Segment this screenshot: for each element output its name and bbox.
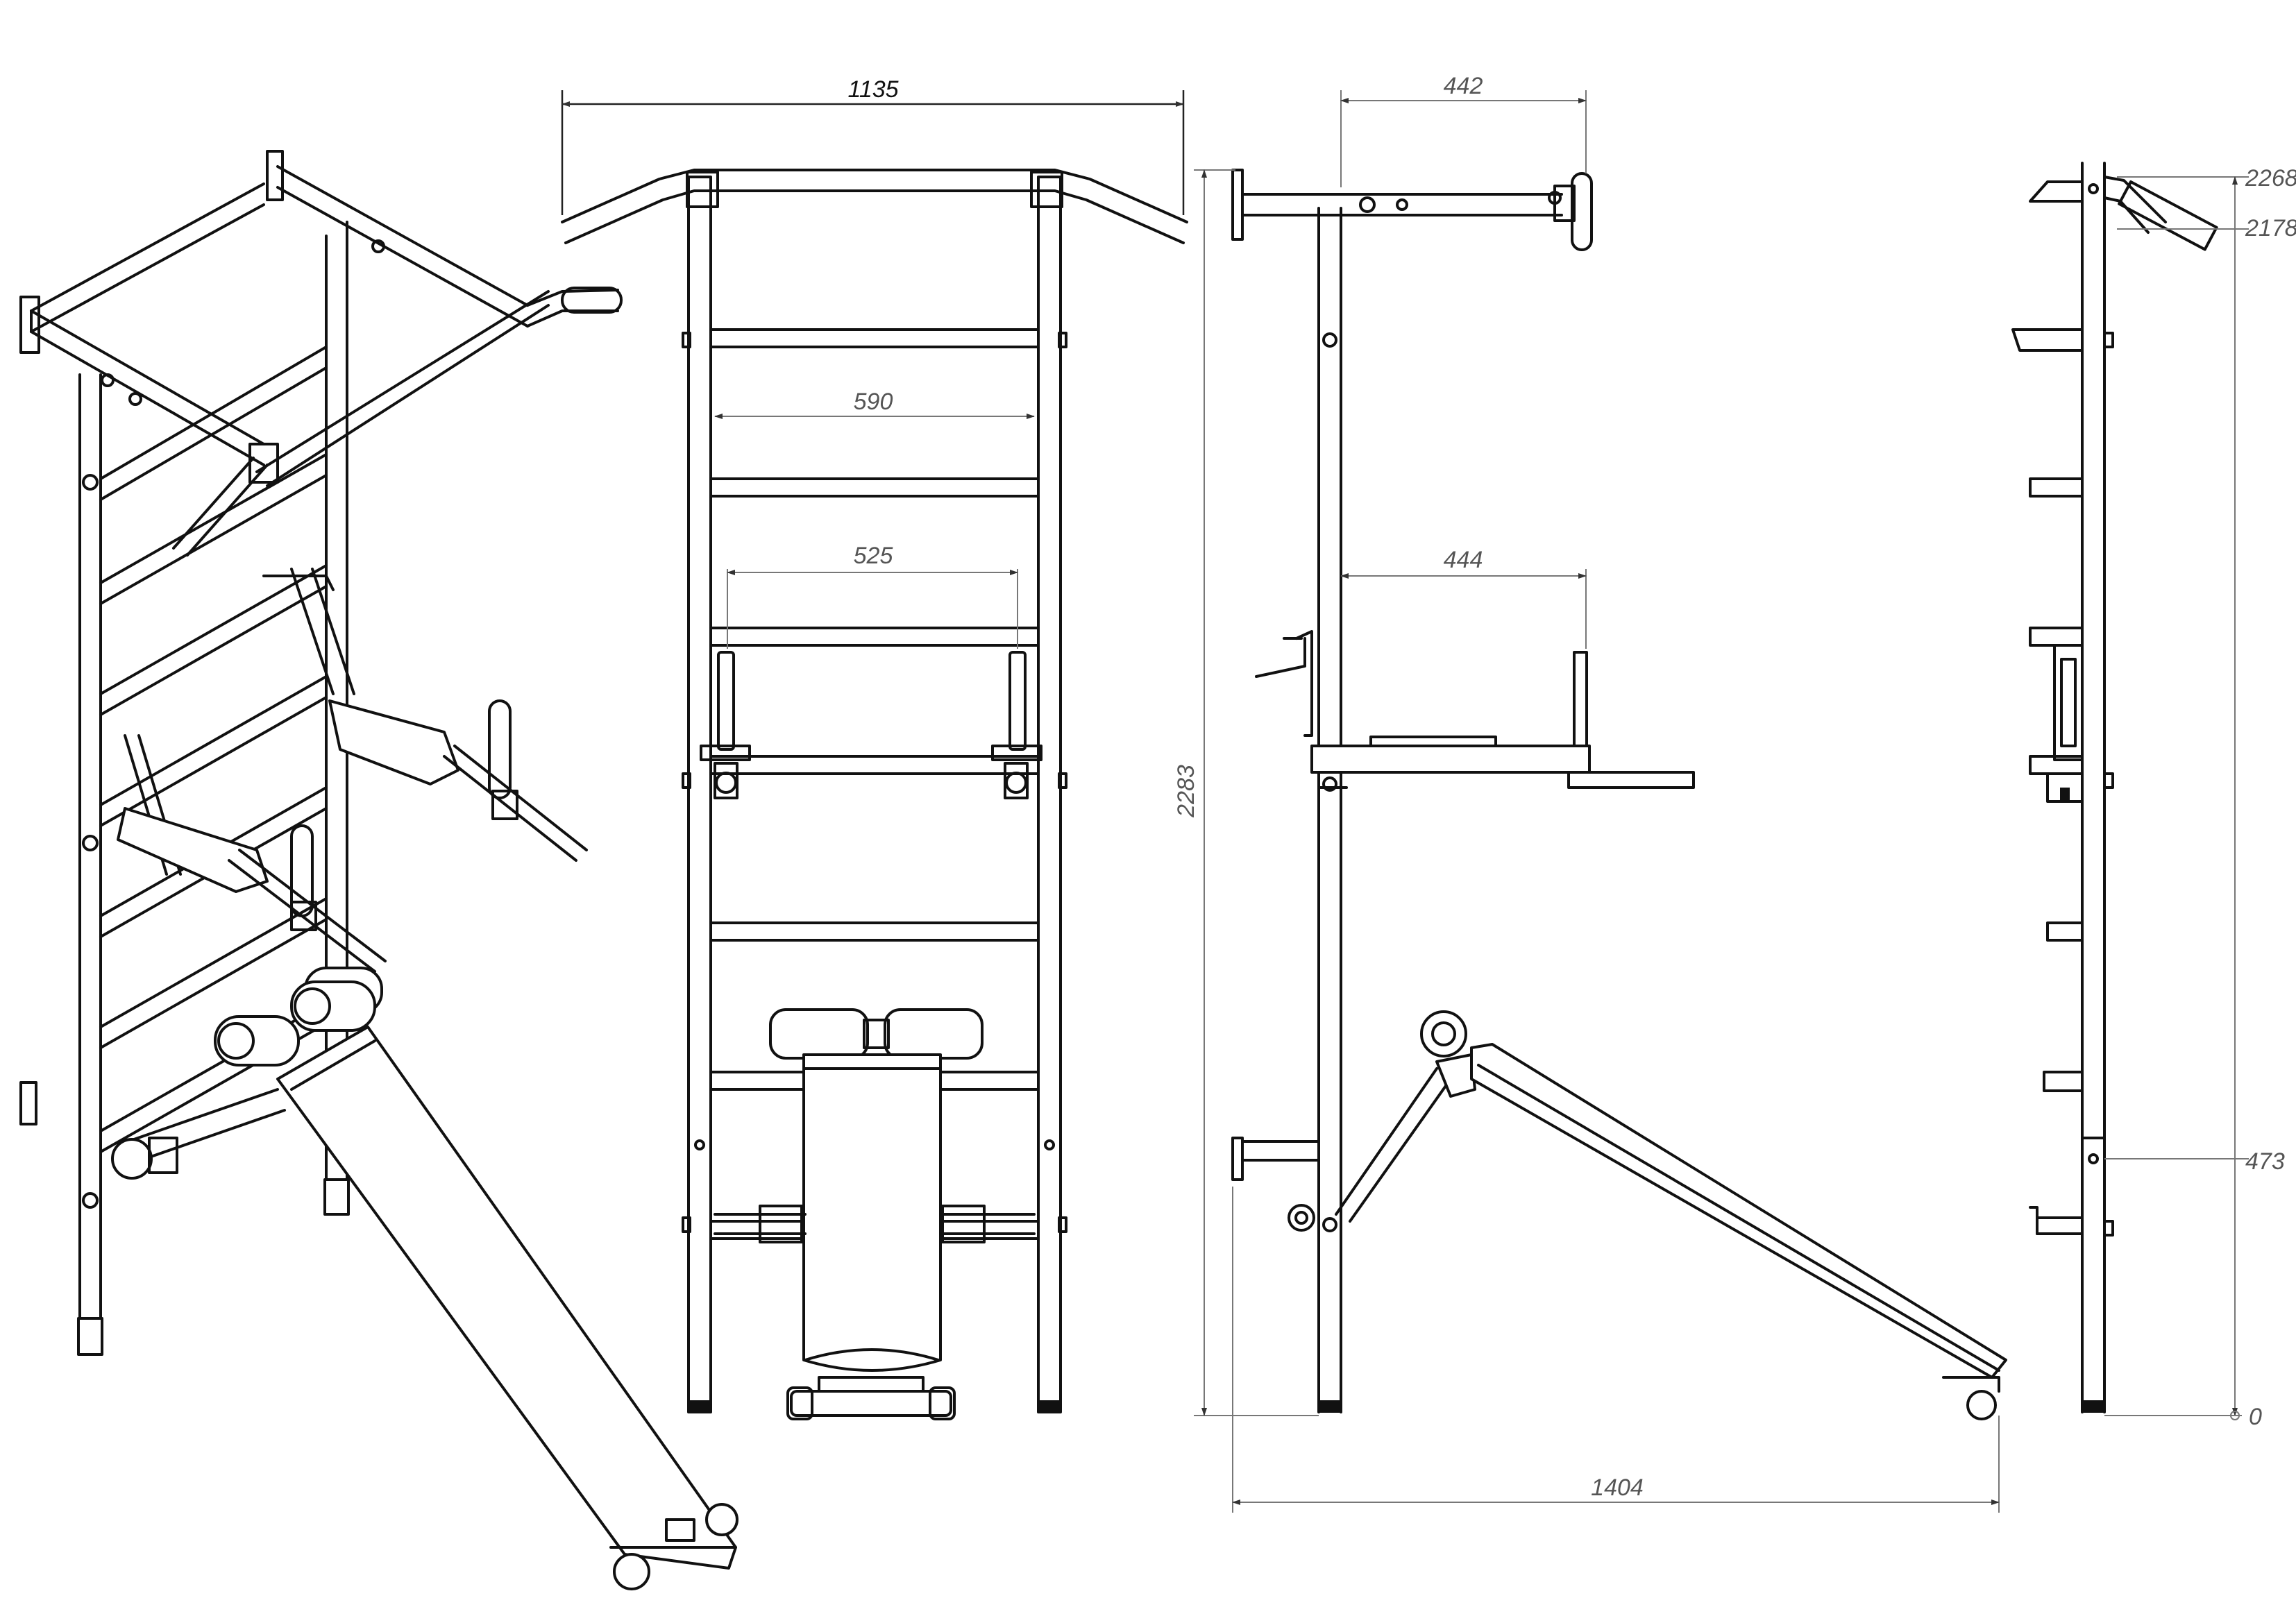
dimension-444: 444: [1444, 547, 1483, 573]
dimension-442: 442: [1444, 73, 1483, 99]
dimension-590: 590: [854, 389, 893, 415]
isometric-view: [19, 150, 738, 1590]
dimension-1135: 1135: [847, 76, 898, 103]
level-2268: 2268: [2245, 165, 2296, 192]
level-473: 473: [2245, 1148, 2285, 1175]
front-view: 1135 590 525: [561, 76, 1188, 1420]
dimension-1404: 1404: [1591, 1475, 1644, 1501]
level-0: 0: [2249, 1404, 2262, 1430]
side-view: 442 444 2283 1404: [1173, 73, 2007, 1513]
level-2178: 2178: [2245, 215, 2296, 241]
rear-view: 2268 2178 473 0: [2011, 162, 2296, 1430]
dimension-525: 525: [854, 543, 893, 569]
dimension-2283: 2283: [1173, 765, 1199, 818]
